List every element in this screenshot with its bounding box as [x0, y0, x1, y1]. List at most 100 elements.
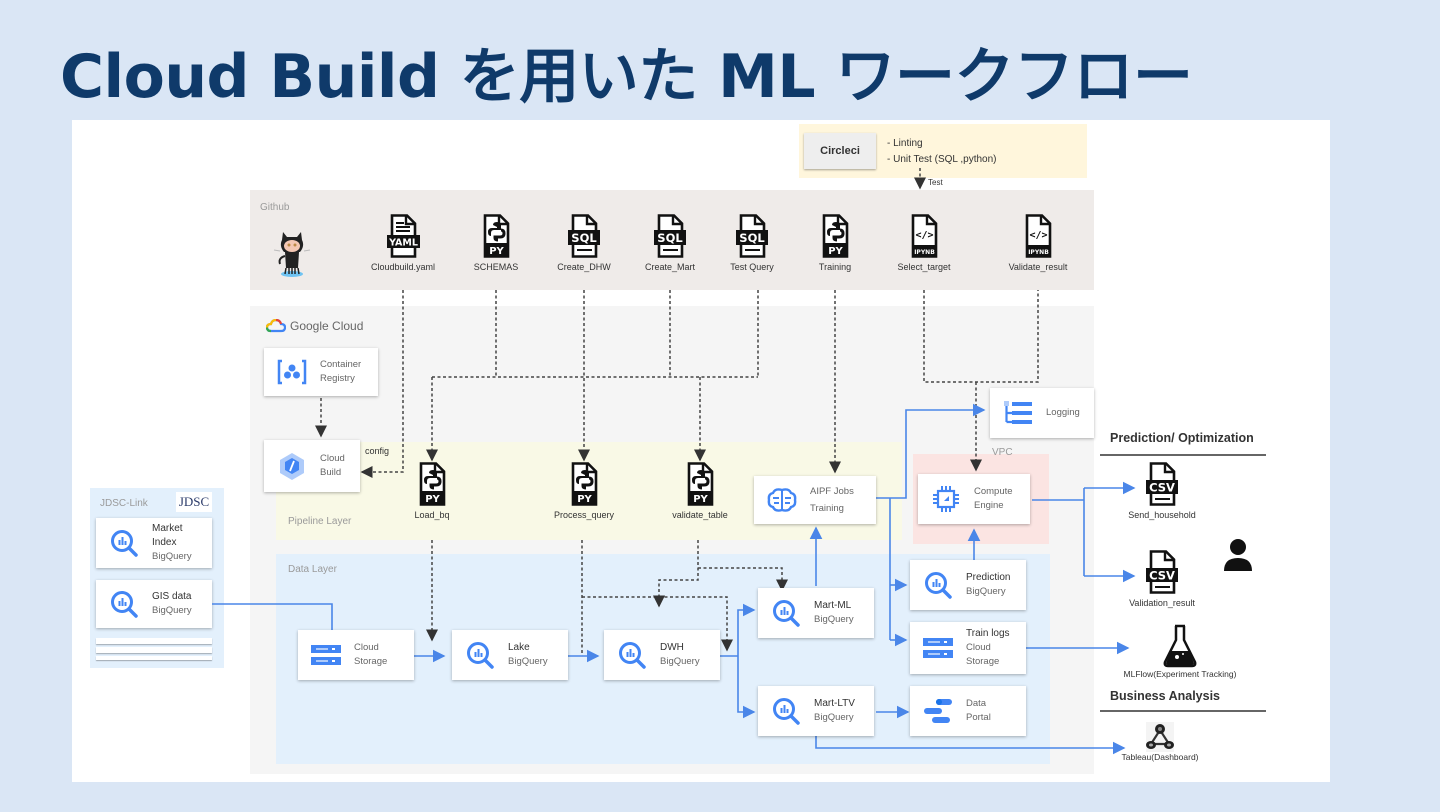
github-file[interactable]: YAML Cloudbuild.yaml — [363, 214, 443, 272]
github-file[interactable]: </> IPYNB Validate_result — [998, 214, 1078, 272]
circleci-region: Circleci - Linting - Unit Test (SQL ,pyt… — [799, 124, 1087, 178]
data-portal-line2: Portal — [966, 712, 991, 723]
prediction-line2: BigQuery — [966, 586, 1006, 597]
csv-file-icon: CSV — [1146, 550, 1178, 594]
business-analysis-header: Business Analysis — [1110, 689, 1221, 703]
logging-line1: Logging — [1046, 407, 1080, 418]
bigquery-icon — [773, 600, 800, 627]
flask-icon — [1163, 624, 1197, 668]
send-household-file[interactable]: CSV Send_household — [1128, 462, 1196, 520]
cloud-storage-line2: Storage — [354, 656, 388, 667]
github-file-label: Create_Mart — [644, 262, 696, 272]
business-analysis-divider — [1100, 710, 1266, 712]
svg-text:</>: </> — [1029, 230, 1047, 241]
jdsc-logo: JDSC — [176, 492, 212, 512]
sql-file-icon: SQL — [736, 214, 768, 258]
bigquery-icon — [467, 642, 494, 669]
compute-engine-chip-icon — [933, 486, 959, 512]
compute-engine-line2: Engine — [974, 500, 1004, 511]
svg-text:</>: </> — [915, 230, 933, 241]
google-cloud-icon — [266, 319, 286, 333]
ai-platform-brain-icon — [767, 488, 797, 512]
validation-result-file[interactable]: CSV Validation_result — [1129, 550, 1195, 608]
github-file-label: Cloudbuild.yaml — [370, 262, 436, 272]
mart-ml-card[interactable]: Mart-ML BigQuery — [758, 588, 874, 638]
config-label: config — [365, 446, 390, 456]
cloud-storage-line1: Cloud — [354, 642, 379, 653]
github-file[interactable]: PY Training — [795, 214, 875, 272]
tableau-item[interactable]: Tableau(Dashboard) — [1110, 722, 1210, 762]
cloud-build-icon — [280, 453, 304, 480]
mart-ml-line2: BigQuery — [814, 614, 854, 625]
svg-text:YAML: YAML — [388, 238, 418, 249]
ipynb-file-icon: </> IPYNB — [1025, 214, 1052, 258]
train-logs-line1: Train logs — [966, 628, 1010, 639]
data-layer-label: Data Layer — [288, 564, 337, 575]
mart-ml-line1: Mart-ML — [814, 600, 852, 611]
circleci-item-unit-test: - Unit Test (SQL ,python) — [887, 154, 997, 165]
circleci-card: Circleci — [804, 133, 876, 169]
market-index-line2: Index — [152, 537, 177, 548]
circleci-label: Circleci — [820, 145, 860, 157]
svg-text:IPYNB: IPYNB — [914, 249, 935, 256]
mart-ltv-line2: BigQuery — [814, 712, 854, 723]
data-portal-icon — [924, 699, 952, 723]
jdsc-link-label: JDSC-Link — [100, 498, 148, 509]
svg-text:PY: PY — [828, 246, 843, 257]
container-registry-icon — [277, 359, 307, 385]
prediction-line1: Prediction — [966, 572, 1011, 583]
github-file-label: Validate_result — [1008, 262, 1068, 272]
svg-text:SQL: SQL — [739, 231, 765, 245]
circleci-item-linting: - Linting — [887, 138, 923, 149]
pipeline-file-label: Process_query — [553, 510, 615, 520]
mlflow-item[interactable]: MLFlow(Experiment Tracking) — [1100, 624, 1260, 679]
aipf-line1: AIPF Jobs — [810, 486, 854, 497]
mlflow-label: MLFlow(Experiment Tracking) — [1123, 669, 1237, 679]
logging-icon — [1004, 401, 1032, 424]
github-label: Github — [260, 202, 290, 213]
tableau-label: Tableau(Dashboard) — [1121, 752, 1199, 762]
market-index-line3: BigQuery — [152, 551, 192, 562]
user-icon — [1222, 538, 1254, 577]
slide-title: Cloud Build を用いた ML ワークフロー — [60, 42, 1193, 112]
logging-card[interactable]: Logging — [990, 388, 1094, 438]
gis-data-line1: GIS data — [152, 591, 192, 602]
prediction-optimization-header: Prediction/ Optimization — [1110, 431, 1254, 445]
dwh-line2: BigQuery — [660, 656, 700, 667]
svg-text:SQL: SQL — [571, 231, 597, 245]
py-file-icon: PY — [483, 214, 510, 258]
aipf-line2: Training — [810, 503, 844, 514]
train-logs-line2: Cloud — [966, 642, 991, 653]
ipynb-file-icon: </> IPYNB — [911, 214, 938, 258]
svg-text:IPYNB: IPYNB — [1028, 249, 1049, 256]
diagram-canvas: Circleci - Linting - Unit Test (SQL ,pyt… — [72, 120, 1330, 782]
csv-file-icon: CSV — [1146, 462, 1178, 506]
container-registry-line2: Registry — [320, 373, 355, 384]
validation-result-label: Validation_result — [1129, 598, 1195, 608]
bigquery-icon — [773, 698, 800, 725]
svg-text:CSV: CSV — [1149, 569, 1175, 583]
github-file-label: Training — [818, 262, 852, 272]
lake-line2: BigQuery — [508, 656, 548, 667]
